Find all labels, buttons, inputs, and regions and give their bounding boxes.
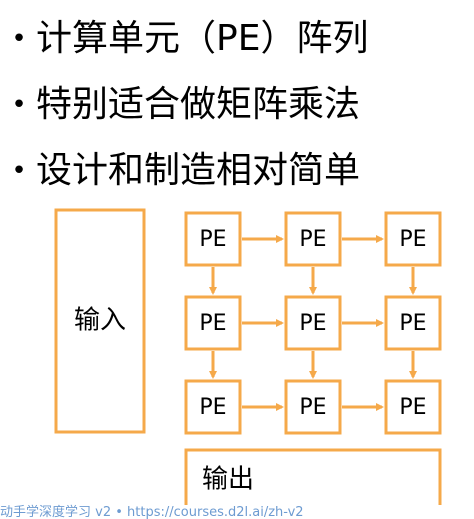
bullet-dot-icon: • [11,156,27,186]
pe-label: PE [399,227,426,252]
bullet-text: 设计和制造相对简单 [36,150,361,191]
output-block: 输出 [184,448,442,505]
pe-label: PE [199,227,226,252]
pe-box [284,211,342,267]
pe-cell: PE [184,211,242,267]
pe-cell: PE [284,295,342,351]
bullet-text: 计算单元（PE）阵列 [36,18,369,59]
footer-caption: 动手学深度学习 v2 • https://courses.d2l.ai/zh-v… [0,505,304,519]
output-box [184,448,442,505]
pe-label: PE [299,227,326,252]
input-label: 输入 [74,306,126,336]
pe-box [184,379,242,435]
bullet-item: • 特别适合做矩阵乘法 [8,82,360,128]
pe-box [184,211,242,267]
pe-box [284,379,342,435]
pe-label: PE [399,311,426,336]
bullet-item: • 计算单元（PE）阵列 [8,16,368,62]
pe-label: PE [299,395,326,420]
pe-label: PE [199,395,226,420]
systolic-array-diagram: 输入 PE PE PE PE PE PE PE PE PE 输出 [54,208,442,505]
pe-cell: PE [184,295,242,351]
pe-cell: PE [284,211,342,267]
input-box [54,208,146,434]
pe-arrows [209,235,417,411]
pe-cell: PE [384,379,442,435]
pe-box [384,295,442,351]
pe-box [384,379,442,435]
input-block: 输入 [54,208,146,434]
pe-cell: PE [384,295,442,351]
pe-grid: PE PE PE PE PE PE PE PE PE [184,211,442,435]
pe-label: PE [299,311,326,336]
bullet-dot-icon: • [11,24,27,54]
output-label: 输出 [202,465,254,495]
pe-label: PE [199,311,226,336]
bullet-text: 特别适合做矩阵乘法 [36,84,361,125]
pe-box [184,295,242,351]
pe-cell: PE [384,211,442,267]
pe-label: PE [399,395,426,420]
bullet-item: • 设计和制造相对简单 [8,148,360,194]
bullet-dot-icon: • [11,90,27,120]
pe-box [384,211,442,267]
pe-cell: PE [184,379,242,435]
pe-box [284,295,342,351]
pe-cell: PE [284,379,342,435]
